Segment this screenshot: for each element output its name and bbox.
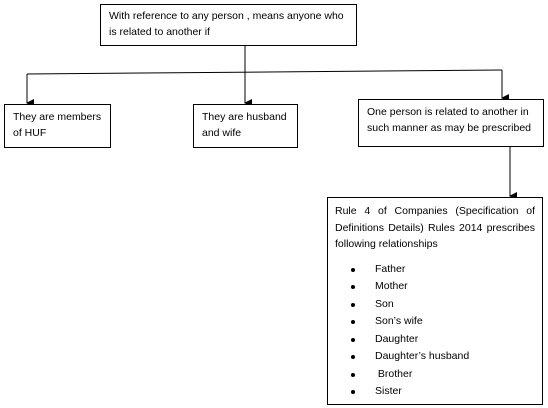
branch-line (26, 69, 503, 75)
relationship-label: Daughter (375, 332, 419, 345)
bullet-icon (351, 302, 355, 307)
list-item: Brother (335, 366, 535, 384)
relationship-label: Mother (375, 280, 408, 292)
rule-text: Rule 4 of Companies (Specification of De… (335, 205, 535, 250)
relationship-label: Brother (375, 367, 413, 380)
relationship-list: Father Mother Son Son’s wife Daughter Da… (335, 261, 535, 401)
condition-text-husband-wife: They are husband and wife (202, 111, 287, 139)
relationship-label: Father (375, 262, 406, 275)
list-item: Son (335, 296, 535, 314)
root-node-text: With reference to any person , means any… (109, 10, 344, 38)
relationship-label: Daughter’s husband (375, 350, 470, 362)
list-item: Sister (335, 383, 535, 401)
relationship-label: Son’s wife (375, 315, 423, 327)
relationship-label: Son (375, 297, 394, 310)
bullet-icon (351, 267, 355, 272)
condition-node-husband-wife: They are husband and wife (193, 104, 298, 148)
condition-text-huf: They are members of HUF (13, 111, 102, 139)
bullet-icon (351, 355, 355, 359)
list-item: Daughter’s husband (335, 348, 535, 366)
list-item: Son’s wife (335, 313, 535, 331)
list-item: Father (335, 261, 535, 279)
root-node: With reference to any person , means any… (100, 4, 357, 46)
relationship-label: Sister (375, 385, 402, 397)
bullet-icon (351, 285, 355, 289)
condition-node-prescribed: One person is related to another in such… (358, 99, 544, 147)
bullet-icon (351, 320, 355, 324)
condition-text-prescribed: One person is related to another in such… (367, 106, 531, 134)
condition-node-huf: They are members of HUF (4, 104, 111, 148)
bullet-icon (351, 390, 355, 394)
list-item: Mother (335, 278, 535, 296)
rule-node: Rule 4 of Companies (Specification of De… (327, 197, 543, 405)
bullet-icon (351, 337, 355, 342)
list-item: Daughter (335, 331, 535, 349)
bullet-icon (351, 372, 355, 377)
